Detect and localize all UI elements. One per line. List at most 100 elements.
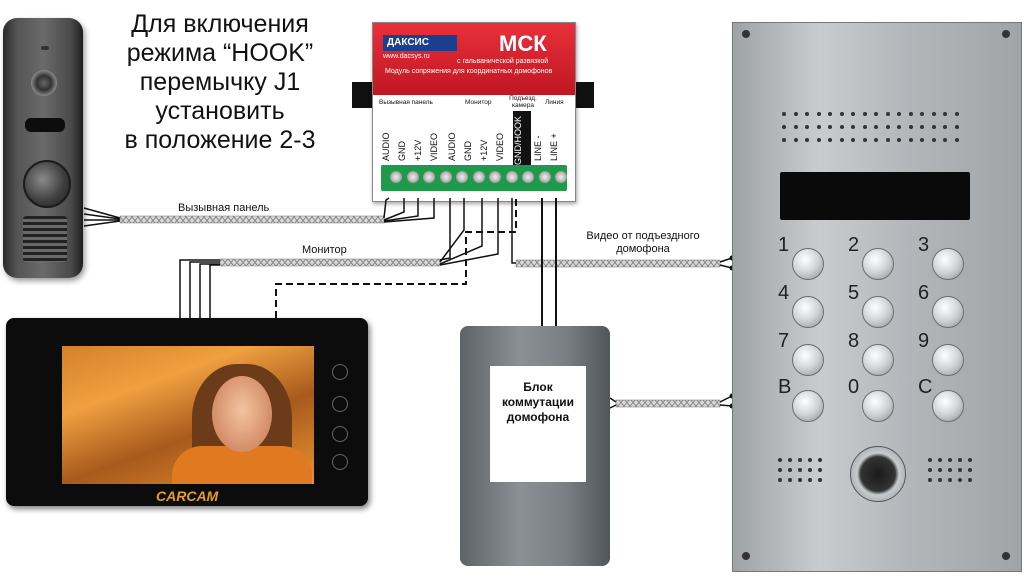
keypad-button[interactable] [792,296,824,328]
grille-hole [885,138,890,142]
key-button-icon [332,426,348,442]
cable-label-call-panel: Вызывная панель [178,202,270,214]
grille-hole [920,138,924,142]
keypad-button[interactable] [862,248,894,280]
grille-hole [782,112,786,116]
keypad-button[interactable] [792,344,824,376]
terminal-screw-icon [439,171,452,183]
keypad-button[interactable] [862,390,894,422]
grille-hole [778,478,782,482]
grille-hole [805,125,809,129]
video-cable-braid [515,259,721,268]
grille-hole [954,112,959,116]
cable-label-monitor: Монитор [302,244,347,256]
keypad-button[interactable] [862,296,894,328]
grille-hole [793,112,798,116]
grille-hole [943,125,947,129]
grille-hole [816,112,821,116]
monitor-brand: CARCAM [156,488,219,504]
module-mount-left [352,82,374,108]
grille-hole [954,125,959,129]
terminal-screw-icon [555,171,567,183]
screw-icon [1002,30,1010,38]
module-subtitle-2: Модуль сопряжения для координатных домоф… [385,68,553,75]
grille-hole [805,112,809,116]
grille-hole [778,458,782,462]
block-door-cable [615,399,721,408]
grille-hole [897,125,901,129]
key-label: 7 [778,330,790,352]
grille-hole [958,478,962,482]
grille-hole [828,138,832,142]
call-button-icon[interactable] [850,446,906,502]
grille-hole [798,458,802,462]
camera-lens-icon [31,70,57,96]
grille-hole [958,458,962,462]
key-label: 9 [918,330,930,352]
grille-hole [862,125,867,129]
key-label: 3 [918,234,930,256]
monitor-cable-braid [219,258,441,267]
grille-hole [885,112,890,116]
grille-hole [938,458,942,462]
grille-hole [874,125,878,129]
terminal-screw-icon [522,171,534,183]
grille-hole [798,478,802,482]
grille-hole [968,458,972,462]
group-monitor: Монитор [465,99,492,106]
switch-block-label [490,366,586,482]
grille-hole [938,468,942,472]
grille-hole [943,138,947,142]
key-label: В [778,376,792,398]
group-line: Линия [545,99,564,106]
grille-hole [931,112,936,116]
door-display [780,172,970,220]
grille-hole [920,125,924,129]
keypad-button[interactable] [792,248,824,280]
grille-hole [816,125,821,129]
terminal-screw-icon [489,171,501,183]
grille-hole [954,138,959,142]
grille-hole [908,138,913,142]
keypad-button[interactable] [932,248,964,280]
grille-hole [862,138,867,142]
grille-hole [897,112,901,116]
grille-hole [816,138,821,142]
keypad-button[interactable] [932,296,964,328]
speaker-grille-icon [23,216,67,262]
module-title: МСК [499,31,547,56]
grille-hole [931,138,936,142]
call-panel-cable [83,207,121,227]
terminal-screw-icon [538,171,551,183]
grille-hole [818,478,822,482]
key-label: С [918,376,933,398]
grille-hole [793,138,798,142]
grille-hole [788,458,792,462]
screw-icon [742,552,750,560]
grille-hole [968,478,972,482]
grille-hole [908,125,913,129]
terminal-screw-icon [472,171,485,183]
grille-hole [778,468,782,472]
grille-hole [874,138,878,142]
keypad-button[interactable] [792,390,824,422]
grille-hole [851,112,855,116]
terminal-screw-icon [390,171,402,183]
grille-hole [851,125,855,129]
screw-icon [742,30,750,38]
module-mount-right [572,82,594,108]
call-panel-cable-braid [119,215,385,224]
keypad-button[interactable] [862,344,894,376]
grille-hole [788,468,792,472]
grille-hole [931,125,936,129]
key-label: 4 [778,282,790,304]
grille-hole [818,458,822,462]
line-to-block [541,198,557,326]
handset-button-icon [332,364,348,380]
keypad-button[interactable] [932,344,964,376]
call-panel-device [3,18,83,278]
grille-hole [897,138,901,142]
switch-block-text: Блок коммутации домофона [501,380,575,424]
keypad-button[interactable] [932,390,964,422]
grille-hole [805,138,809,142]
